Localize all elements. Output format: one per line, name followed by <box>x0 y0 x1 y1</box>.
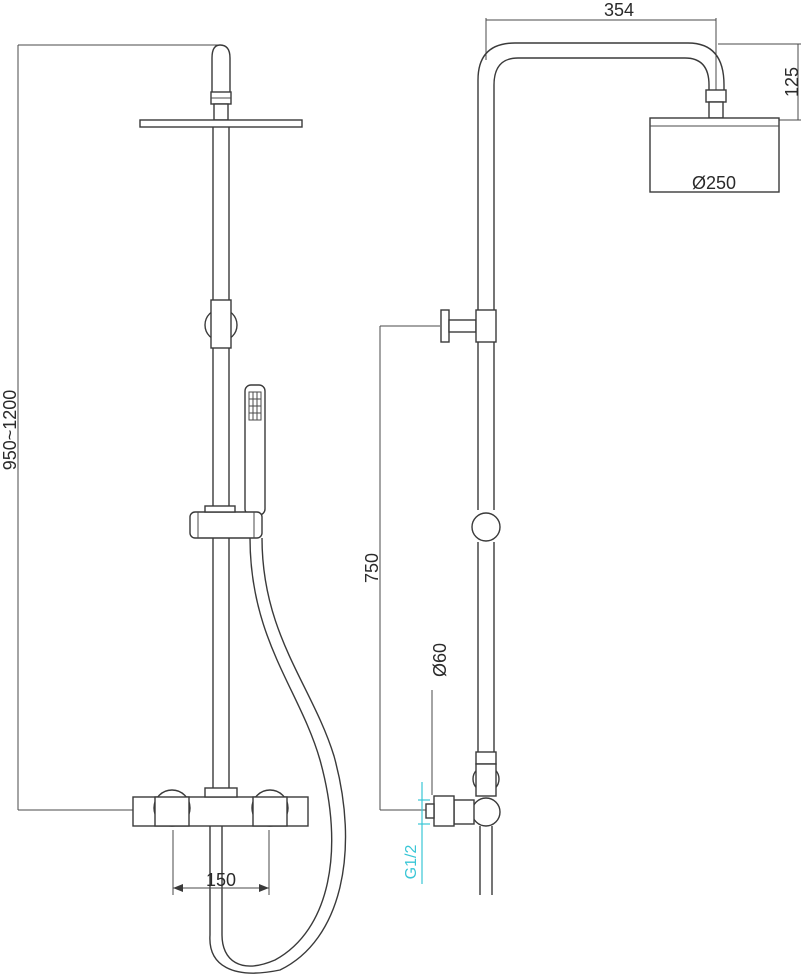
rain-head-front <box>139 119 303 128</box>
body-diameter-label: Ø60 <box>430 643 450 677</box>
total-height-dimension: 950~1200 <box>0 44 220 811</box>
bar-inlet-dimension: 750 <box>362 325 440 811</box>
wall-bracket-side <box>440 309 497 343</box>
bar-inlet-label: 750 <box>362 553 382 583</box>
front-view: 950~1200 <box>0 44 347 974</box>
slider-holder-front <box>189 511 263 539</box>
arm-drop-label: 125 <box>782 67 801 97</box>
head-diameter-label: Ø250 <box>692 173 736 193</box>
mixer-body-side <box>425 751 501 895</box>
mixer-body-front <box>132 787 309 827</box>
slider-knob-side <box>471 512 501 542</box>
total-height-label: 950~1200 <box>0 390 20 471</box>
inlet-spacing-dimension: 150 <box>172 830 270 895</box>
hand-shower-front <box>244 384 266 516</box>
side-view: 354 125 Ø250 750 <box>362 0 801 895</box>
thread-dimension: G1/2 <box>403 782 430 884</box>
shower-arm-side <box>477 42 725 310</box>
thread-label: G1/2 <box>403 845 420 880</box>
arm-length-label: 354 <box>604 0 634 20</box>
arm-length-dimension: 354 <box>485 0 717 95</box>
rain-head-side: Ø250 <box>649 117 780 193</box>
arm-drop-dimension: 125 <box>718 43 801 121</box>
body-diameter-dimension: Ø60 <box>430 643 450 795</box>
hose-front <box>221 537 333 967</box>
inlet-spacing-label: 150 <box>206 870 236 890</box>
